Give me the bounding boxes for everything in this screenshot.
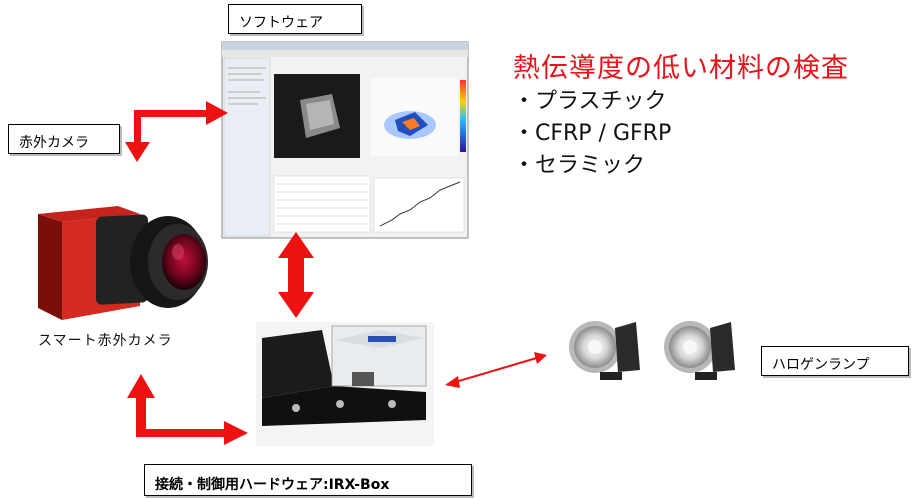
- arrow-software-to-irx-box: [278, 232, 314, 318]
- material-item: ・セラミック: [513, 153, 646, 178]
- halogen-lamp-right: [664, 321, 735, 380]
- irx-box-image: [256, 322, 434, 446]
- ir-camera-label: 赤外カメラ: [8, 124, 120, 154]
- arrow-software-to-camera: [125, 101, 228, 162]
- ir-camera-image: [38, 206, 208, 320]
- halogen-lamp-label: ハロゲンランプ: [761, 346, 909, 376]
- material-list: ・プラスチック ・CFRP / GFRP ・セラミック: [513, 86, 671, 182]
- software-screenshot: [221, 41, 469, 239]
- ir-camera-label-text: 赤外カメラ: [19, 135, 89, 151]
- irx-box-label: 接続・制御用ハードウェア:IRX-Box: [144, 464, 472, 496]
- material-item: ・CFRP / GFRP: [513, 121, 672, 146]
- halogen-lamp-left: [569, 321, 640, 380]
- software-label: ソフトウェア: [228, 4, 362, 34]
- camera-caption: スマート赤外カメラ: [38, 333, 173, 349]
- arrow-irx-box-to-lamps: [445, 352, 547, 388]
- inspection-heading: 熱伝導度の低い材料の検査: [513, 53, 849, 84]
- software-label-text: ソフトウェア: [239, 15, 323, 31]
- material-item: ・プラスチック: [513, 89, 667, 114]
- irx-box-label-text: 接続・制御用ハードウェア:IRX-Box: [155, 477, 390, 493]
- arrow-irx-box-to-camera: [127, 374, 248, 445]
- halogen-lamp-label-text: ハロゲンランプ: [772, 357, 870, 373]
